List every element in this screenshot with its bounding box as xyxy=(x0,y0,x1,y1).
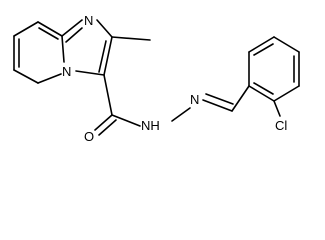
bond-n-ch-1 xyxy=(202,99,233,112)
bond-ph-2 xyxy=(248,36,275,53)
methyl-bond xyxy=(111,36,151,41)
atom-label-hydrazone-n: N xyxy=(190,92,199,107)
bond-ch-ring xyxy=(231,85,250,112)
bond-c2-c3 xyxy=(103,36,113,76)
bond-nh-n xyxy=(171,107,191,122)
bond-c3-carbonyl xyxy=(103,74,113,116)
bond-pyr-2 xyxy=(13,69,39,84)
bond-co-1 xyxy=(94,114,113,131)
molecule-diagram: N N O NH N Cl xyxy=(13,13,300,144)
bond-pyr-4 xyxy=(13,21,39,37)
bond-pyr-3 xyxy=(37,73,62,84)
atom-label-ring-n: N xyxy=(84,13,93,28)
bond-n1-c8a-inner xyxy=(65,27,83,43)
bond-ph-6-inner xyxy=(253,82,274,95)
carbonyl-group xyxy=(94,74,141,136)
bond-ph-6 xyxy=(248,85,275,102)
bond-co-2 xyxy=(98,119,117,136)
molecule-structure: N N O NH N Cl xyxy=(13,13,300,144)
bond-c-cl xyxy=(273,100,281,117)
atom-label-amide-nh: NH xyxy=(141,118,160,133)
atom-label-carbonyl-o: O xyxy=(84,129,94,144)
pyridine-ring xyxy=(13,21,63,84)
bond-ph-2-inner xyxy=(253,43,274,56)
bond-pyr-5 xyxy=(37,21,63,37)
bond-c3-n4 xyxy=(75,70,105,76)
imidazole-ring xyxy=(61,19,113,76)
bond-ph-5 xyxy=(273,85,300,102)
atom-label-bridge-n: N xyxy=(62,64,71,79)
bond-c8a-n4 xyxy=(61,35,65,63)
bond-ph-3 xyxy=(273,36,300,53)
bond-c-nh xyxy=(111,114,141,127)
hydrazone-linker xyxy=(171,85,250,122)
chlorophenyl-ring xyxy=(248,36,300,102)
bond-pyr-5-inner xyxy=(38,27,59,40)
bond-c8a-n1 xyxy=(61,19,83,37)
atom-label-chlorine: Cl xyxy=(275,118,287,133)
bond-n1-c2 xyxy=(96,19,113,38)
bond-c2-c3-inner xyxy=(98,40,107,73)
bond-n-ch-2 xyxy=(205,93,234,105)
